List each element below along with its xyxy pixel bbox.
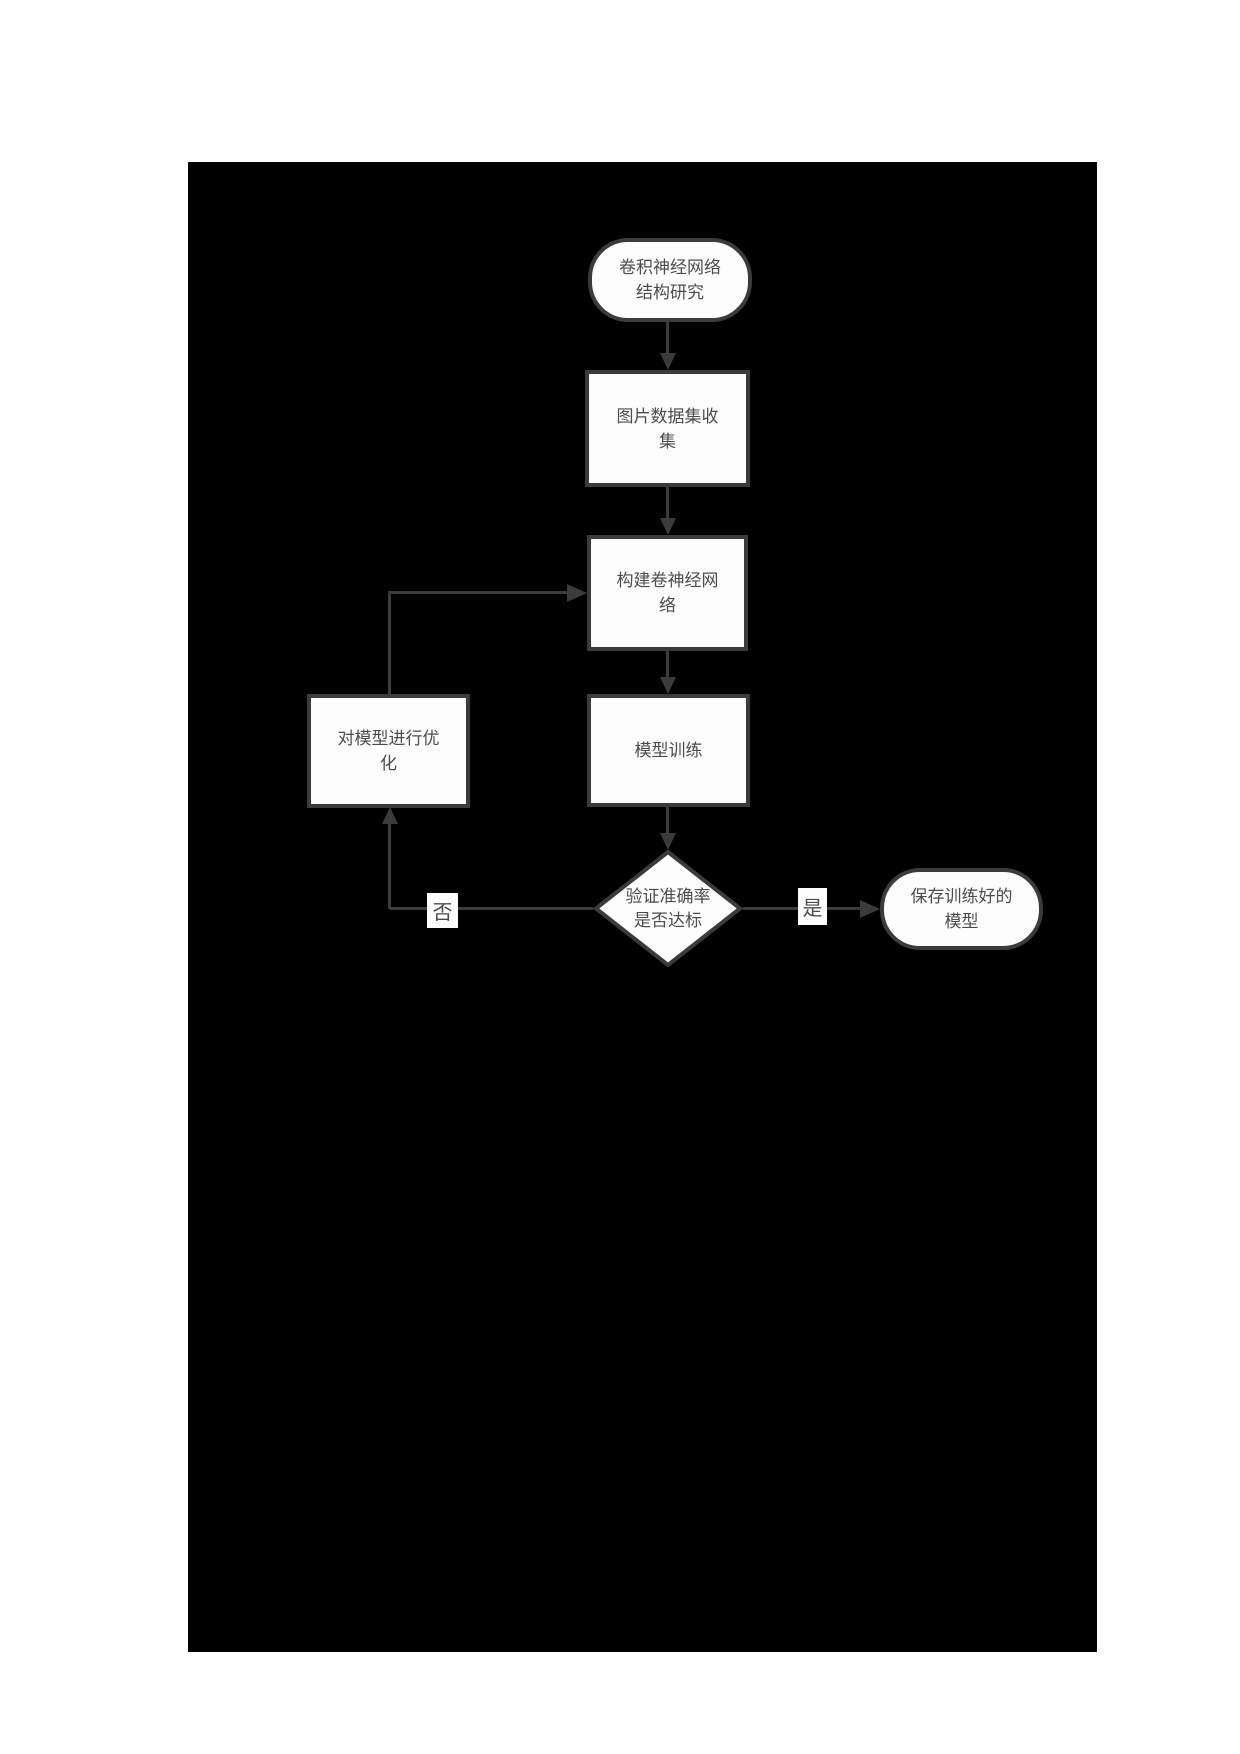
node-save-model: 保存训练好的 模型 — [880, 868, 1043, 950]
edge-train-decision-arrowhead — [660, 833, 676, 850]
node-decision-accuracy: 验证准确率 是否达标 — [593, 850, 743, 967]
edge-collect-build-line — [666, 487, 669, 520]
node-decision-accuracy-label: 验证准确率 是否达标 — [625, 886, 711, 930]
edge-label-yes: 是 — [798, 888, 827, 925]
edge-decision-yes-arrowhead — [860, 900, 880, 918]
edge-collect-build-arrowhead — [660, 518, 676, 535]
edge-decision-no-arrowhead — [382, 807, 398, 824]
node-train-model-label: 模型训练 — [634, 741, 703, 760]
edge-optimize-build-vline — [388, 591, 391, 694]
edge-build-train-line — [666, 651, 669, 679]
node-build-network-label: 构建卷神经网 络 — [616, 571, 719, 615]
edge-optimize-build-arrowhead — [567, 584, 587, 602]
flowchart-canvas: 卷积神经网络 结构研究 图片数据集收 集 构建卷神经网 络 — [188, 162, 1097, 1652]
node-start-label: 卷积神经网络 结构研究 — [619, 258, 721, 302]
node-train-model: 模型训练 — [587, 694, 750, 807]
node-optimize-model: 对模型进行优 化 — [307, 694, 470, 808]
edge-label-no: 否 — [427, 893, 458, 928]
edge-decision-no-hline — [390, 907, 593, 910]
node-build-network: 构建卷神经网 络 — [587, 535, 748, 651]
node-collect-dataset-label: 图片数据集收 集 — [616, 406, 719, 451]
node-start: 卷积神经网络 结构研究 — [588, 238, 752, 322]
edge-decision-no-vline — [388, 824, 391, 909]
edge-start-collect-line — [666, 322, 669, 355]
edge-optimize-build-hline — [388, 591, 569, 594]
edge-build-train-arrowhead — [660, 677, 676, 694]
decision-diamond-shape — [593, 850, 743, 967]
edge-train-decision-line — [666, 807, 669, 835]
node-collect-dataset: 图片数据集收 集 — [585, 370, 750, 487]
node-save-model-label: 保存训练好的 模型 — [910, 887, 1013, 931]
node-optimize-model-label: 对模型进行优 化 — [337, 729, 440, 773]
edge-start-collect-arrowhead — [660, 353, 676, 370]
